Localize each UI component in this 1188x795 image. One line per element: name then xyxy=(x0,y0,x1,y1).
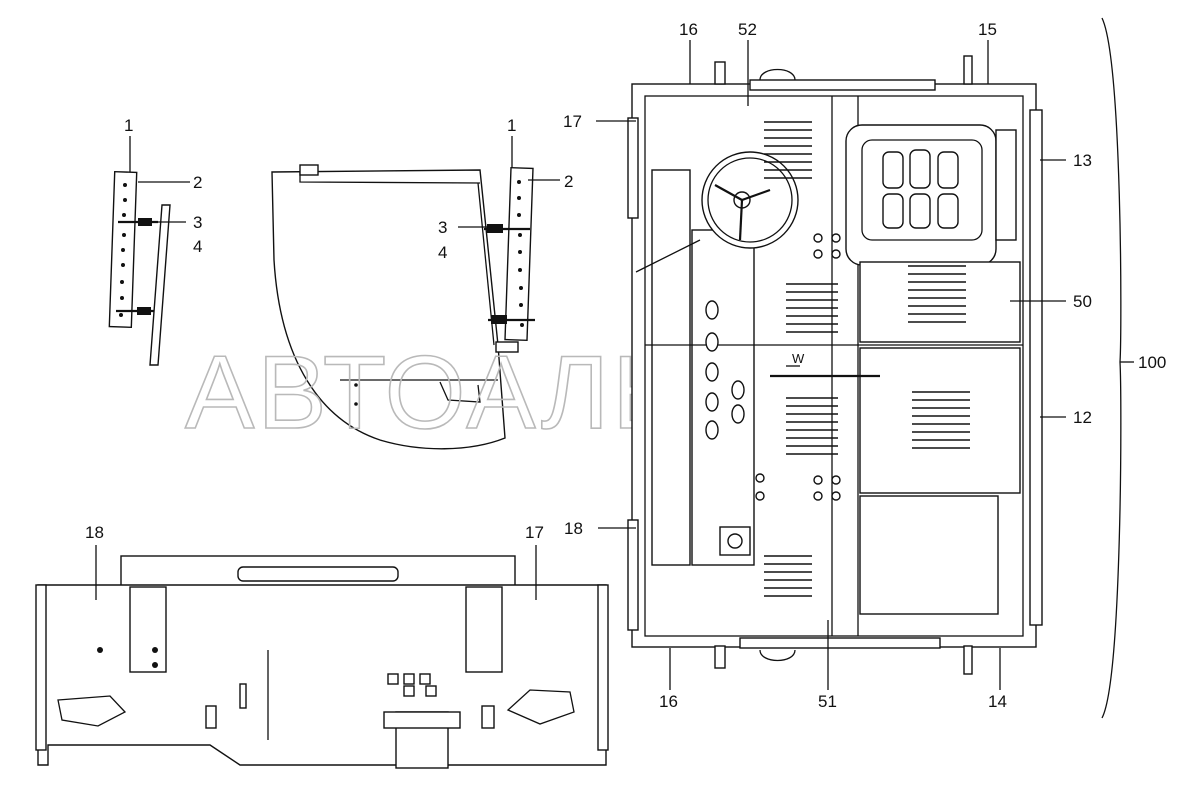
rear-panel-view xyxy=(35,555,609,769)
callout-15: 15 xyxy=(978,20,997,39)
callout-17-right: 17 xyxy=(563,112,582,131)
cab-floor-top-view: W xyxy=(627,55,1043,675)
callout-4-left: 4 xyxy=(193,237,202,256)
callout-18-left: 18 xyxy=(85,523,104,542)
callout-1-door: 1 xyxy=(507,116,516,135)
callout-14: 14 xyxy=(988,692,1007,711)
callout-12: 12 xyxy=(1073,408,1092,427)
callout-50: 50 xyxy=(1073,292,1092,311)
callout-100: 100 xyxy=(1138,353,1166,372)
callout-18-right: 18 xyxy=(564,519,583,538)
callout-3-door: 3 xyxy=(438,218,447,237)
callout-2-left: 2 xyxy=(193,173,202,192)
callout-2-door: 2 xyxy=(564,172,573,191)
callout-52: 52 xyxy=(738,20,757,39)
callout-13: 13 xyxy=(1073,151,1092,170)
callout-3-left: 3 xyxy=(193,213,202,232)
callout-16-bottom: 16 xyxy=(659,692,678,711)
callout-1-left: 1 xyxy=(124,116,133,135)
callout-4-door: 4 xyxy=(438,243,447,262)
hinge-strip-detail xyxy=(108,170,171,366)
leader-lines xyxy=(95,17,1134,719)
door-assembly xyxy=(271,164,535,450)
callout-17-left: 17 xyxy=(525,523,544,542)
callout-16-top: 16 xyxy=(679,20,698,39)
callout-51: 51 xyxy=(818,692,837,711)
floor-arrow-letter: W xyxy=(792,351,805,366)
